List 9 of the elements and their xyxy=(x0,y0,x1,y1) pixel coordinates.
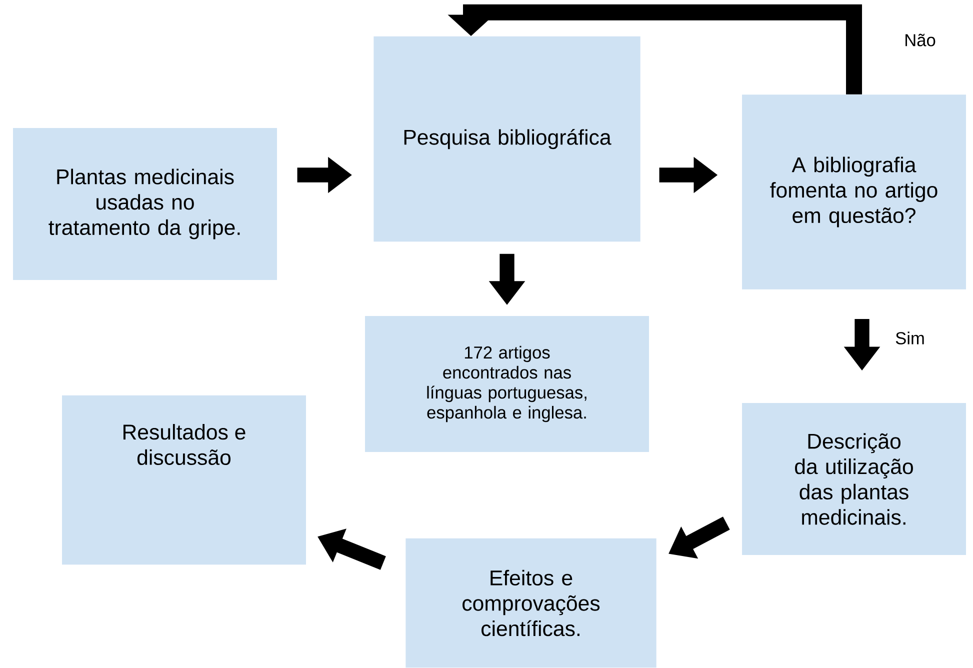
process-box: Plantas medicinais usadas no tratamento da gripe. xyxy=(13,128,277,280)
process-box: Pesquisa bibliográfica xyxy=(374,36,640,242)
process-box: Efeitos e comprovações científicas. xyxy=(406,538,656,668)
process-box: 172 artigos encontrados nas línguas portuguesas, espanhola e inglesa. xyxy=(365,316,649,452)
process-box: Resultados e discussão xyxy=(62,395,306,565)
process-box: A bibliografia fomenta no artigo em questão? xyxy=(742,94,966,290)
process-box: Descrição da utilização das plantas medicinais. xyxy=(742,403,966,555)
edge-label: Sim xyxy=(894,330,926,346)
edge-label: Não xyxy=(902,32,938,48)
